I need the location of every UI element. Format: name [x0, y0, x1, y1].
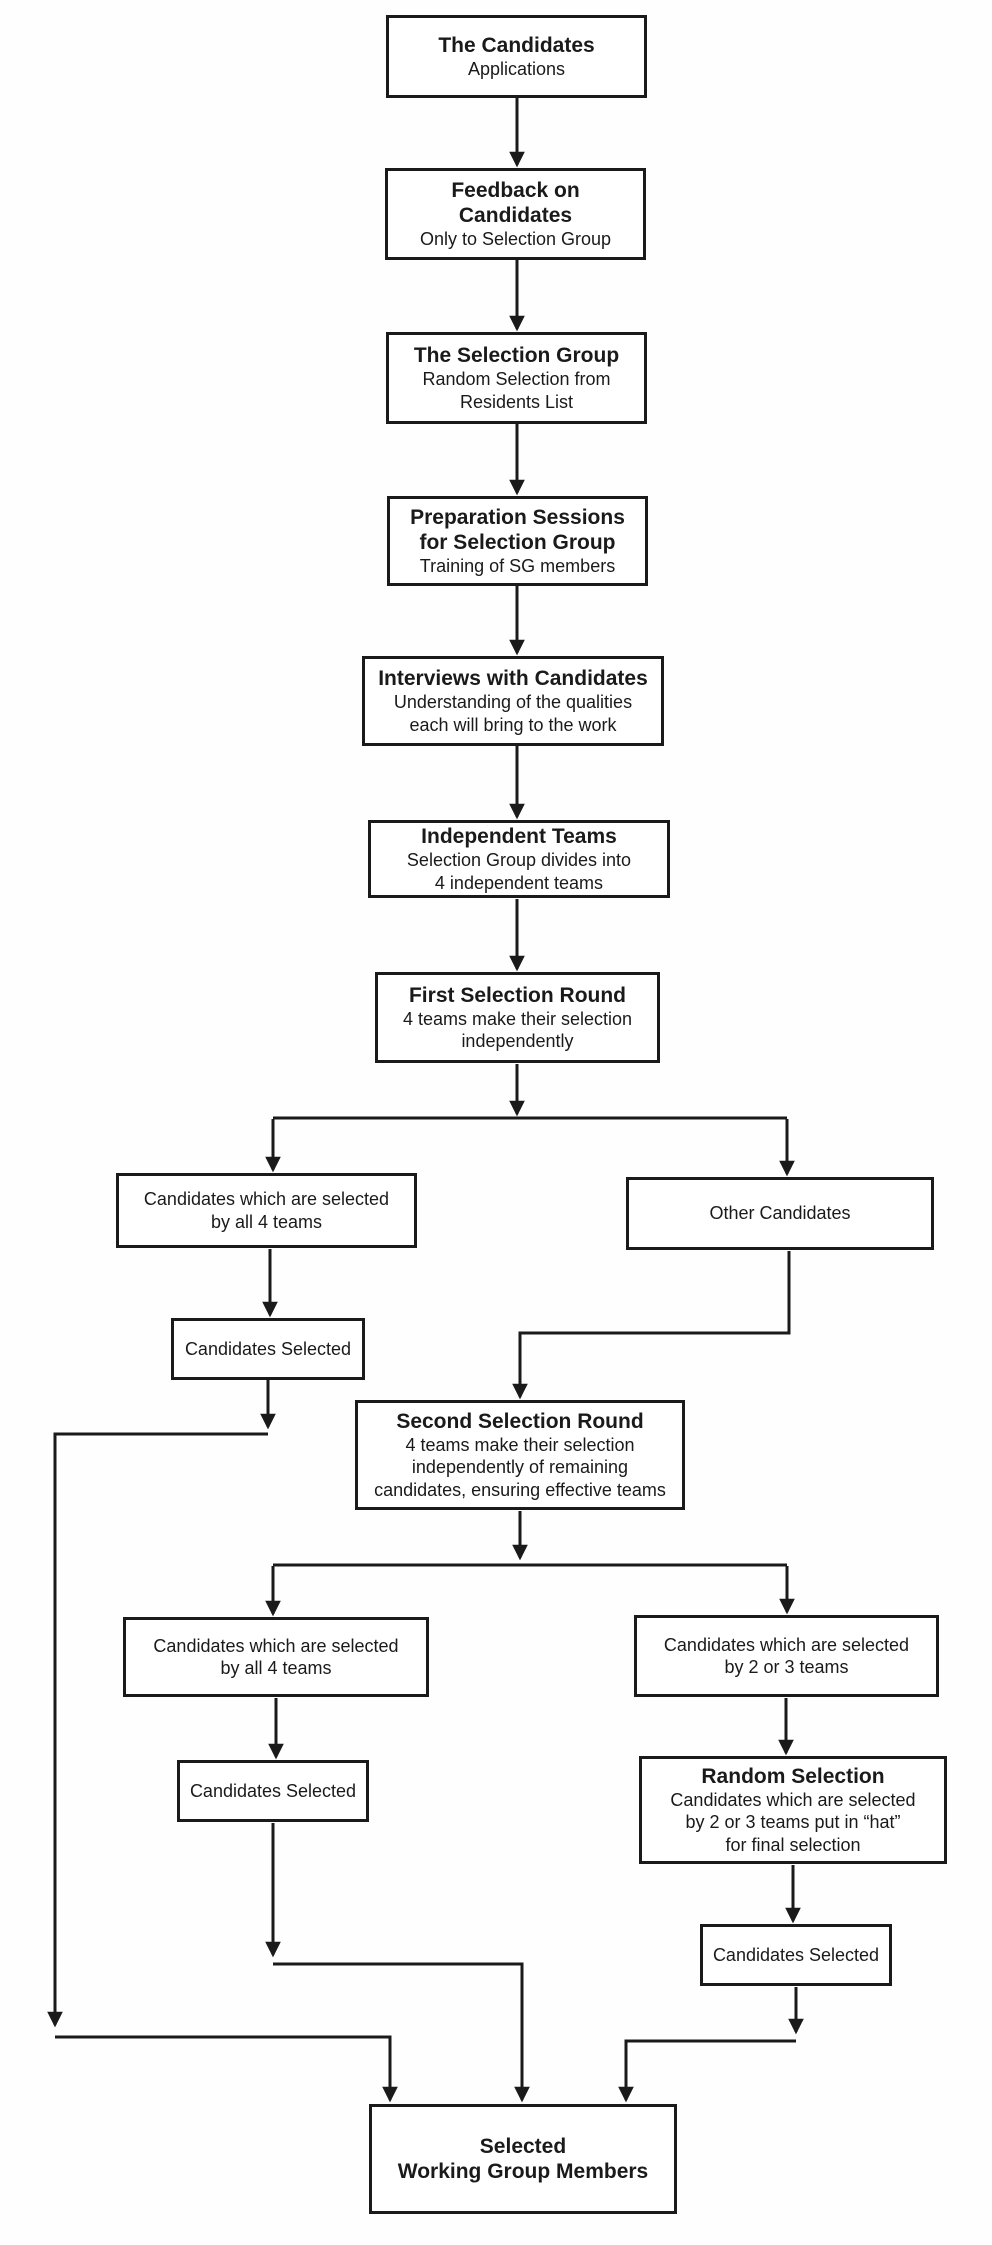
node-preparation-sessions: Preparation Sessions for Selection Group… — [387, 496, 648, 586]
node-text: Candidates Selected — [184, 1338, 352, 1359]
node-subtitle: for final selection — [725, 1834, 861, 1855]
node-subtitle: Candidates which are selected — [670, 1790, 916, 1811]
node-interviews-with-candidates: Interviews with Candidates Understanding… — [362, 656, 664, 746]
node-text: by 2 or 3 teams — [724, 1657, 849, 1677]
node-title: The Candidates — [438, 33, 595, 57]
node-candidates-selected-round1: Candidates Selected — [171, 1318, 365, 1380]
node-text: Candidates Selected — [712, 1944, 880, 1965]
node-text: Candidates which are selected — [143, 1189, 390, 1210]
node-selected-by-2-or-3-teams: Candidates which are selected by 2 or 3 … — [634, 1615, 939, 1697]
node-first-selection-round: First Selection Round 4 teams make their… — [375, 972, 660, 1063]
node-subtitle: candidates, ensuring effective teams — [374, 1479, 666, 1500]
node-subtitle: Applications — [467, 58, 566, 79]
node-title: The Selection Group — [413, 344, 620, 368]
node-text: by all 4 teams — [220, 1658, 332, 1678]
node-subtitle: Training of SG members — [419, 556, 616, 577]
node-subtitle: 4 teams make their selection — [405, 1435, 635, 1456]
node-second-selection-round: Second Selection Round 4 teams make thei… — [355, 1400, 685, 1510]
node-the-candidates: The Candidates Applications — [386, 15, 647, 98]
node-title: Interviews with Candidates — [378, 667, 648, 691]
node-selected-working-group-members: Selected Working Group Members — [369, 2104, 677, 2214]
node-text: by all 4 teams — [210, 1211, 323, 1232]
node-text: Candidates Selected — [189, 1780, 357, 1801]
node-random-selection: Random Selection Candidates which are se… — [639, 1756, 947, 1864]
node-text: Candidates which are selected — [663, 1634, 910, 1655]
connector — [618, 2039, 796, 2103]
node-title: Preparation Sessions — [410, 505, 625, 529]
node-title: Feedback on — [451, 178, 580, 202]
node-title: Second Selection Round — [396, 1409, 644, 1433]
node-subtitle: independently of remaining — [411, 1457, 629, 1478]
node-text: Candidates which are selected — [153, 1635, 399, 1656]
node-feedback-on-candidates: Feedback on Candidates Only to Selection… — [385, 168, 646, 260]
node-title: Selected — [479, 2134, 567, 2158]
connector — [55, 2035, 398, 2103]
node-independent-teams: Independent Teams Selection Group divide… — [368, 820, 670, 898]
node-the-selection-group: The Selection Group Random Selection fro… — [386, 332, 647, 424]
node-subtitle: each will bring to the work — [409, 714, 617, 735]
node-text: Other Candidates — [709, 1203, 851, 1224]
node-selected-by-all-4-teams-round2: Candidates which are selected by all 4 t… — [123, 1617, 429, 1697]
node-title: Independent Teams — [421, 825, 617, 849]
node-subtitle: Only to Selection Group — [419, 229, 612, 250]
node-candidates-selected-round2: Candidates Selected — [177, 1760, 369, 1822]
connector — [273, 1962, 530, 2103]
node-title: Random Selection — [701, 1764, 885, 1788]
node-subtitle: Understanding of the qualities — [393, 692, 633, 713]
node-candidates-selected-random: Candidates Selected — [700, 1924, 892, 1986]
node-selected-by-all-4-teams-round1: Candidates which are selected by all 4 t… — [116, 1173, 417, 1248]
node-subtitle: by 2 or 3 teams put in “hat” — [685, 1812, 901, 1833]
node-other-candidates: Other Candidates — [626, 1177, 934, 1250]
node-subtitle: Random Selection from — [422, 369, 611, 390]
node-subtitle: Selection Group divides into — [406, 850, 632, 871]
node-subtitle: 4 teams make their selection — [402, 1008, 633, 1029]
node-title: Working Group Members — [397, 2160, 649, 2183]
connector — [47, 1432, 268, 2028]
node-subtitle: Residents List — [459, 391, 574, 412]
node-subtitle: independently — [461, 1031, 574, 1052]
node-title: for Selection Group — [419, 530, 616, 554]
node-title: Candidates — [458, 203, 573, 227]
node-title: First Selection Round — [408, 983, 626, 1007]
node-subtitle: 4 independent teams — [434, 872, 604, 893]
connector — [512, 1251, 791, 1400]
